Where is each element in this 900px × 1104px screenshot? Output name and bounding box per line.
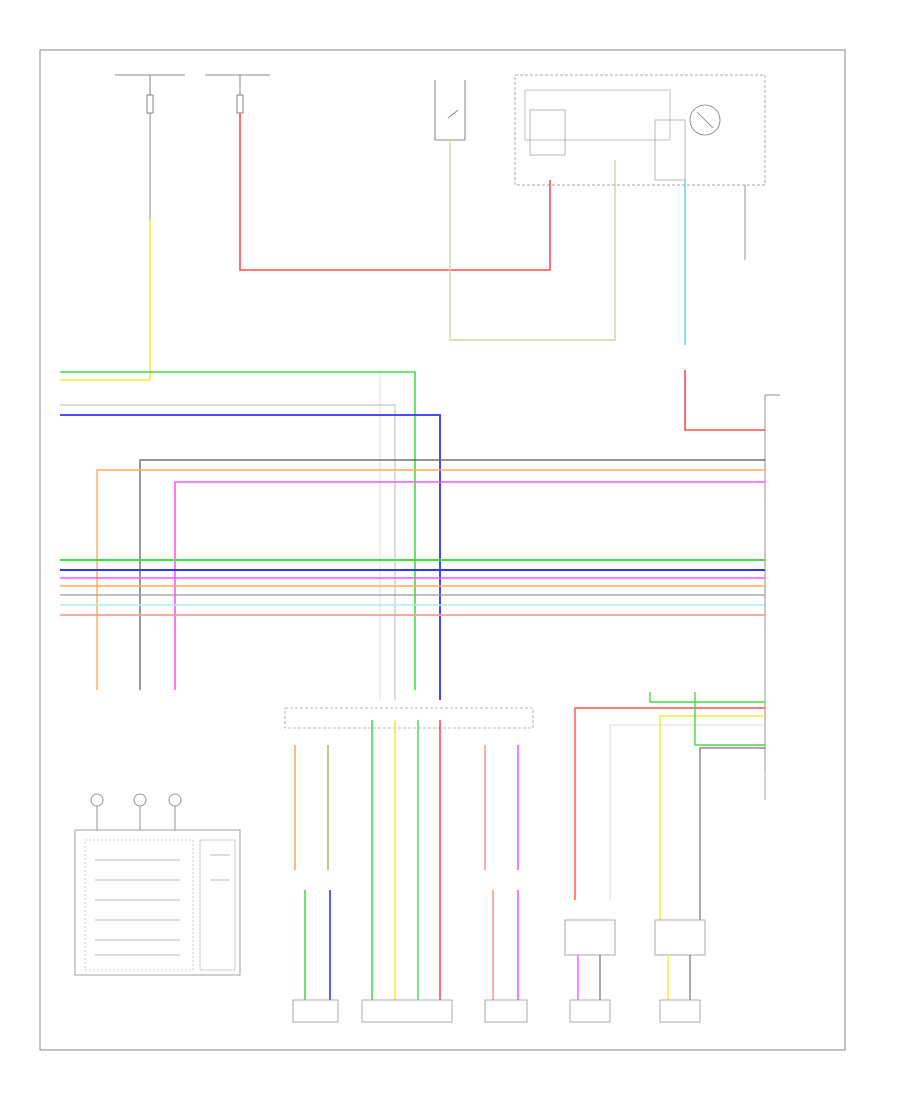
wire-yellow-left	[60, 220, 151, 381]
wire-red-radio	[684, 370, 765, 431]
wire-red-top	[239, 113, 551, 271]
diagram-frame	[39, 49, 846, 1051]
speaker-rear-right	[659, 999, 701, 1023]
wire-white-right	[609, 724, 765, 900]
wire-dark-right	[699, 747, 765, 920]
speaker-center	[361, 999, 453, 1023]
wire-green-right	[649, 692, 765, 703]
speaker-front-left	[292, 999, 339, 1023]
wire-beige-top	[449, 140, 616, 341]
wire-white-1	[60, 371, 381, 700]
wire-red-right	[574, 707, 765, 900]
wire-magenta-bus	[174, 481, 765, 690]
rear-tweeter-right-box	[654, 919, 706, 956]
wire-dark-bus	[139, 459, 765, 690]
wire-yellow-right	[659, 715, 765, 920]
fuse-block-1	[115, 74, 185, 220]
steering-pad-switch	[74, 793, 241, 976]
ignition-relay	[434, 80, 466, 141]
wire-green-1	[60, 371, 416, 690]
radio-receiver-connector	[764, 394, 780, 770]
fuse-block-2	[205, 74, 270, 114]
wire-green-right-2	[694, 692, 765, 746]
combination-meter	[514, 74, 766, 186]
wire-gray-1	[60, 404, 396, 700]
center-junction	[284, 707, 534, 729]
speaker-rear-left	[569, 999, 611, 1023]
speaker-front-right	[484, 999, 528, 1023]
wire-blue-1	[60, 414, 441, 700]
wire-orange-bus	[96, 469, 765, 690]
rear-tweeter-left-box	[564, 919, 616, 956]
